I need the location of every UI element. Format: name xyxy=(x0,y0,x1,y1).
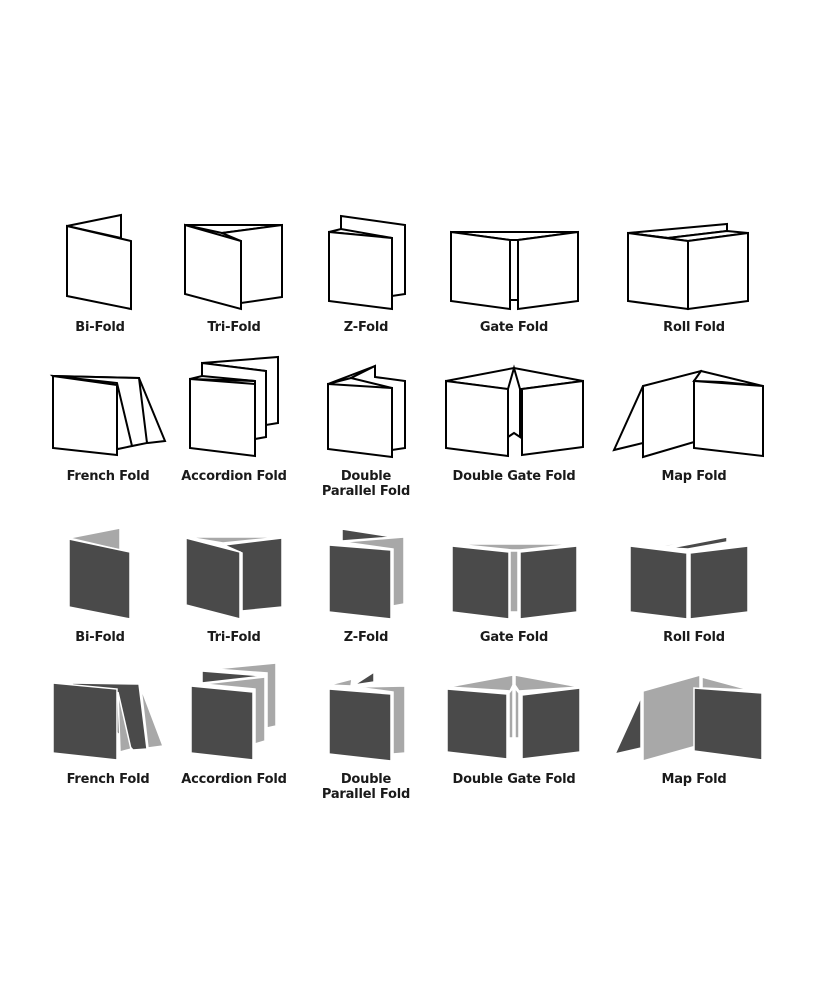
front-panel xyxy=(328,230,393,311)
back-panel xyxy=(642,674,701,762)
front-panel xyxy=(693,379,764,458)
map-fold-outline-icon xyxy=(612,369,764,459)
tri-fold-label: Tri-Fold xyxy=(207,630,261,645)
front-panel xyxy=(669,536,728,550)
french-fold-filled-icon xyxy=(52,682,165,761)
front-panel xyxy=(687,231,749,311)
map-fold-label: Map Fold xyxy=(661,772,727,787)
front-panel xyxy=(327,382,393,459)
accordion-fold-filled-icon xyxy=(190,662,277,761)
front-panel xyxy=(328,544,392,620)
accordion-fold-outline-icon xyxy=(189,355,279,458)
z-fold-label: Z-Fold xyxy=(343,630,389,645)
front-panel xyxy=(68,538,131,620)
double-parallel-fold-filled-icon xyxy=(328,670,406,762)
front-panel xyxy=(445,379,509,458)
back-panel xyxy=(140,687,165,749)
front-panel xyxy=(328,688,392,762)
back-panel xyxy=(328,677,353,687)
front-panel xyxy=(184,223,242,311)
front-panel xyxy=(341,528,394,542)
tri-fold-outline-icon xyxy=(184,223,283,311)
gate-fold-label: Gate Fold xyxy=(479,630,549,645)
french-fold-label: French Fold xyxy=(66,469,150,484)
front-panel xyxy=(353,670,375,686)
back-panel xyxy=(447,674,514,692)
accordion-fold-label: Accordion Fold xyxy=(181,772,287,787)
roll-fold-filled-icon xyxy=(629,536,749,620)
front-panel xyxy=(613,696,642,756)
back-panel xyxy=(692,369,764,387)
back-panel xyxy=(342,536,405,607)
front-panel xyxy=(52,682,118,761)
roll-fold-label: Roll Fold xyxy=(663,320,725,335)
back-panel xyxy=(189,374,256,382)
double-parallel-fold-outline-icon xyxy=(327,364,406,459)
back-panel xyxy=(508,685,514,739)
back-panel xyxy=(186,536,283,544)
front-panel xyxy=(693,687,763,761)
gate-fold-filled-icon xyxy=(451,543,578,620)
back-panel xyxy=(701,676,751,691)
front-panel xyxy=(450,230,511,311)
back-panel xyxy=(509,550,519,613)
front-panel xyxy=(521,379,584,457)
front-panel xyxy=(519,545,578,620)
french-fold-label: French Fold xyxy=(66,772,150,787)
roll-fold-label: Roll Fold xyxy=(663,630,725,645)
back-panel xyxy=(514,685,520,739)
map-fold-label: Map Fold xyxy=(661,469,727,484)
front-panel xyxy=(201,670,265,684)
accordion-fold-label: Accordion Fold xyxy=(181,469,287,484)
double-gate-fold-label: Double Gate Fold xyxy=(452,469,576,484)
double-gate-fold-outline-icon xyxy=(445,364,584,458)
bi-fold-filled-icon xyxy=(68,527,131,620)
bi-fold-label: Bi-Fold xyxy=(75,320,125,335)
map-fold-filled-icon xyxy=(613,674,763,762)
z-fold-filled-icon xyxy=(328,528,405,620)
z-fold-outline-icon xyxy=(328,214,406,311)
back-panel xyxy=(213,662,277,729)
double-gate-fold-label: Double Gate Fold xyxy=(452,772,576,787)
front-panel xyxy=(521,687,581,760)
back-panel xyxy=(514,674,581,692)
back-panel xyxy=(509,239,519,301)
back-panel xyxy=(202,676,266,746)
front-panel xyxy=(66,224,132,311)
front-panel xyxy=(451,545,510,620)
front-panel xyxy=(189,377,256,458)
back-panel xyxy=(642,369,702,459)
front-panel xyxy=(629,545,688,620)
front-panel xyxy=(517,230,579,311)
front-panel xyxy=(627,231,689,311)
tri-fold-label: Tri-Fold xyxy=(207,320,261,335)
z-fold-label: Z-Fold xyxy=(343,320,389,335)
back-panel xyxy=(117,691,132,753)
gate-fold-outline-icon xyxy=(450,230,579,311)
front-panel xyxy=(689,545,749,620)
bi-fold-outline-icon xyxy=(66,213,132,311)
double-gate-fold-filled-icon xyxy=(446,674,581,760)
bi-fold-label: Bi-Fold xyxy=(75,630,125,645)
front-panel xyxy=(185,537,241,620)
gate-fold-label: Gate Fold xyxy=(479,320,549,335)
french-fold-outline-icon xyxy=(49,374,167,457)
front-panel xyxy=(190,685,254,761)
back-panel xyxy=(612,385,644,452)
back-panel xyxy=(354,685,406,755)
roll-fold-outline-icon xyxy=(627,222,749,311)
front-panel xyxy=(446,688,508,760)
back-panel xyxy=(453,543,577,551)
front-panel xyxy=(52,374,118,457)
tri-fold-filled-icon xyxy=(185,536,283,620)
